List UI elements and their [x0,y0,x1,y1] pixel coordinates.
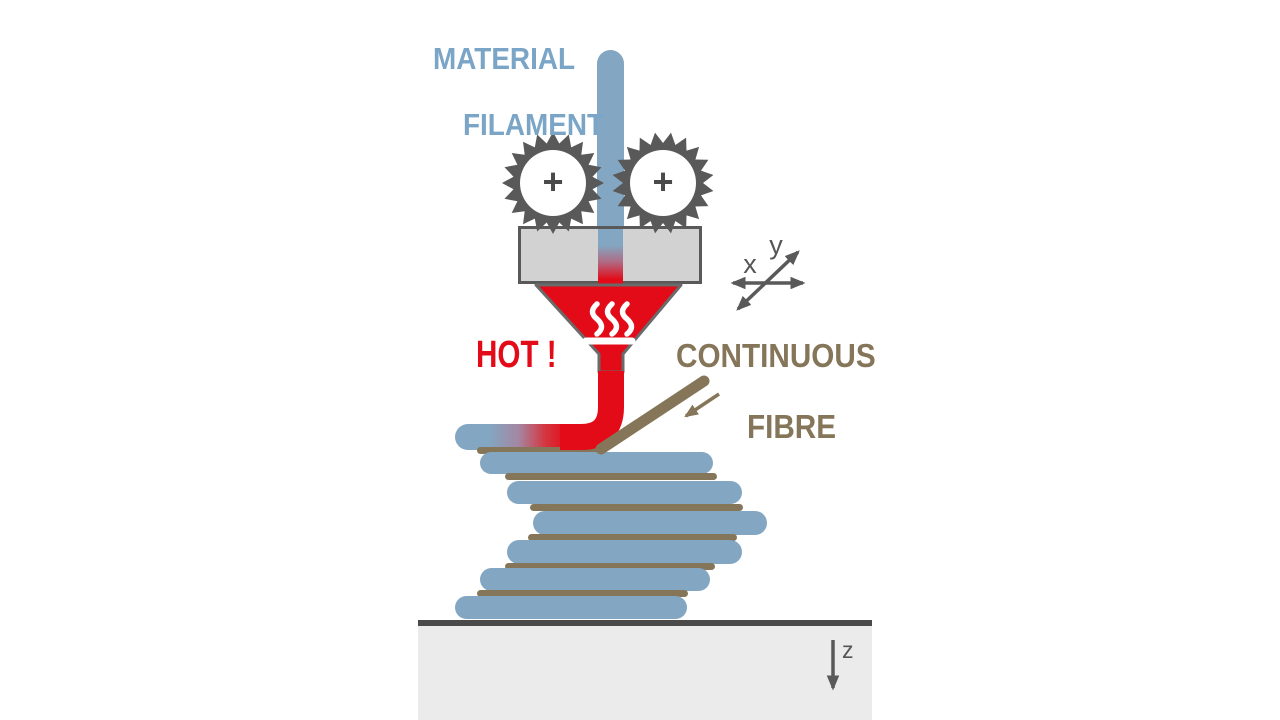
printed-bead-2 [507,481,742,504]
printed-bead-4 [507,540,742,564]
melting-filament [598,229,623,284]
printed-bead-6 [455,596,687,619]
axis-y-label: y [769,230,783,260]
material-filament-line2: FILAMENT [463,107,605,143]
printed-bead-5 [480,568,710,591]
material-filament-label: MATERIAL FILAMENT [432,41,604,175]
fibre-layer-line-1 [477,447,607,454]
gear-center-marker: + [652,161,673,202]
build-platform [418,620,872,720]
fibre-layer-line-6 [477,590,688,597]
fibre-layer-line-2 [505,473,717,480]
fibre-layer-line-5 [505,563,715,570]
material-filament-line1: MATERIAL [432,41,576,76]
xy-axes-icon: x y [730,230,806,311]
continuous-fibre-label: CONTINUOUS FIBRE [676,337,876,479]
heat-icon [582,301,636,345]
fibre-layer-line-4 [528,534,737,541]
hot-label: HOT ! [476,334,557,376]
printed-bead-1 [480,452,713,474]
axis-x-label: x [743,249,757,279]
printed-bead-3 [533,511,767,535]
continuous-fibre-line2: FIBRE [746,407,837,445]
feed-gear-right-icon: + [612,132,714,234]
continuous-fibre-line1: CONTINUOUS [676,337,876,374]
nozzle-funnel [534,283,683,374]
fibre-layer-line-3 [530,504,743,511]
